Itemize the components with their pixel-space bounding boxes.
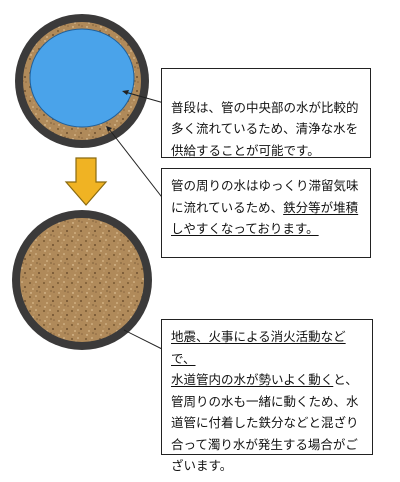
- callout-turbid-water: 地震、火事による消火活動などで、 水道管内の水が勢いよく動くと、 管周りの水も一…: [161, 319, 373, 473]
- leader-arrowheads: [106, 90, 129, 132]
- callout-turbid-underlined-1: 地震、火事による消火活動などで、: [171, 329, 346, 366]
- callout-slow-flow: 管の周りの水はゆっくり滞留気味 に流れているため、鉄分等が堆積 しやすくなってお…: [161, 168, 371, 258]
- leader-lines: [108, 91, 169, 353]
- callout-normal-flow: 普段は、管の中央部の水が比較的 多く流れているため、清浄な水を 供給することが可…: [161, 68, 371, 158]
- water-core: [29, 28, 135, 128]
- pipe-normal: [15, 14, 149, 148]
- callout-turbid-underlined-2: 水道管内の水が勢いよく動く: [171, 372, 334, 387]
- leader-line-water: [124, 91, 165, 104]
- callout-slow-flow-text: 管の周りの水はゆっくり滞留気味 に流れているため、: [171, 178, 359, 215]
- leader-line-bottom: [123, 329, 169, 353]
- down-arrow-icon: [64, 157, 108, 206]
- leader-line-edge: [108, 128, 169, 206]
- pipe-turbid: [12, 210, 152, 350]
- callout-turbid-text: と、 管周りの水も一緒に動くため、水 道管に付着した鉄分などと混ざり 合って濁り…: [171, 372, 359, 473]
- callout-normal-flow-text: 普段は、管の中央部の水が比較的 多く流れているため、清浄な水を 供給することが可…: [171, 99, 359, 158]
- callout-slow-flow-underlined: 鉄分等が堆積 しやすくなっております。: [171, 199, 359, 237]
- pipe-sediment-fill: [20, 218, 144, 342]
